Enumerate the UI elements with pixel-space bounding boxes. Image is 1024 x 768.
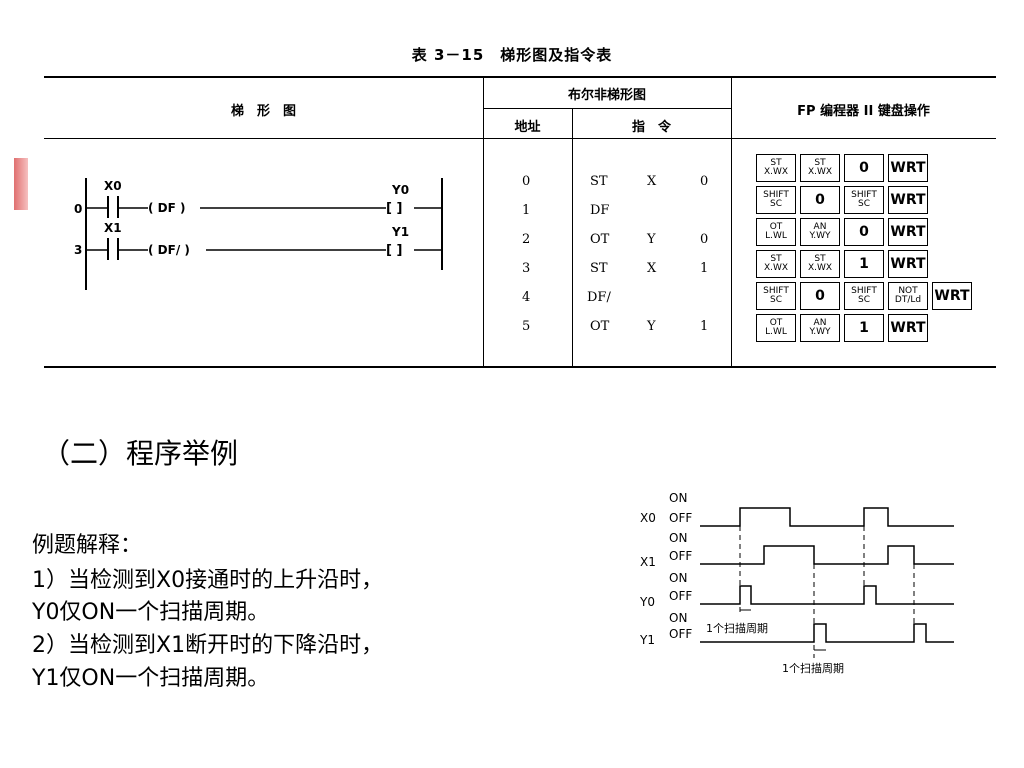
header-ladder: 梯 形 图 <box>230 104 296 119</box>
timing-diagram: ON OFF X0 ON OFF X1 ON OFF Y0 ON OFF Y1 … <box>639 491 954 675</box>
x1-waveform <box>700 545 954 565</box>
row-5-num: 1 <box>700 319 709 334</box>
row-3-addr: 3 <box>522 261 531 276</box>
row-0-num: 0 <box>700 174 709 189</box>
y1-signal-label: Y1 <box>639 633 655 647</box>
x0-waveform <box>700 507 954 527</box>
row-0-reg: X <box>647 174 657 189</box>
rung1-number: 0 <box>74 202 82 216</box>
rung2-number: 3 <box>74 243 82 257</box>
explanation-line-4: Y1仅ON一个扫描周期。 <box>32 666 270 691</box>
y0-signal-label: Y0 <box>639 595 655 609</box>
row-0-addr: 0 <box>522 174 531 189</box>
rung1-coil-label: Y0 <box>391 183 409 197</box>
row-1-op: DF <box>590 203 610 218</box>
header-keyboard: FP 编程器 II 键盘操作 <box>797 104 930 119</box>
col-divider-3 <box>731 77 732 366</box>
decorative-bar <box>14 158 28 210</box>
y1-waveform <box>700 623 954 643</box>
key-1: 1 <box>844 314 884 342</box>
y0-on-label: ON <box>669 571 687 585</box>
x0-signal-label: X0 <box>640 511 656 525</box>
table-header-rule <box>44 138 996 139</box>
explanation-line-2: Y0仅ON一个扫描周期。 <box>32 600 270 625</box>
rung2-contact-label: X1 <box>104 221 122 235</box>
section-title: （二）程序举例 <box>42 437 239 470</box>
rung2-coil-label: Y1 <box>391 225 409 239</box>
key-wrt: WRT <box>888 186 928 214</box>
row-2-reg: Y <box>647 232 656 247</box>
table-bottom-rule <box>44 366 996 368</box>
header-address: 地址 <box>514 120 541 135</box>
key-0: 0 <box>800 282 840 310</box>
explanation-line-3: 2）当检测到X1断开时的下降沿时， <box>32 633 384 658</box>
x1-off-label: OFF <box>669 549 692 563</box>
row-0-op: ST <box>590 174 608 189</box>
x0-on-label: ON <box>669 491 687 505</box>
rung1-coil: [ ] <box>386 201 402 216</box>
rung1-func: ( DF ) <box>148 201 185 215</box>
row-5-reg: Y <box>647 319 656 334</box>
row-2-num: 0 <box>700 232 709 247</box>
x1-signal-label: X1 <box>640 555 656 569</box>
key-wrt: WRT <box>888 154 928 182</box>
row-2-addr: 2 <box>522 232 531 247</box>
header-boolean: 布尔非梯形图 <box>567 88 646 103</box>
y0-off-label: OFF <box>669 589 692 603</box>
col-divider-1 <box>483 77 484 366</box>
table-caption: 表 3－15 梯形图及指令表 <box>411 46 613 64</box>
x0-off-label: OFF <box>669 511 692 525</box>
explanation-heading: 例题解释： <box>32 533 143 558</box>
key-1: 1 <box>844 250 884 278</box>
row-1-addr: 1 <box>522 203 531 218</box>
boolean-header-divider <box>483 108 731 109</box>
col-divider-2 <box>572 108 573 366</box>
row-3-num: 1 <box>700 261 709 276</box>
ladder-diagram: 0 X0 ( DF ) Y0 [ ] 3 X1 ( DF/ ) Y1 [ ] <box>74 178 443 290</box>
key-wrt: WRT <box>888 314 928 342</box>
key-wrt: WRT <box>888 250 928 278</box>
table-top-rule <box>44 76 996 78</box>
scan-period-label-y1: 1个扫描周期 <box>782 661 844 675</box>
x1-on-label: ON <box>669 531 687 545</box>
y1-on-label: ON <box>669 611 687 625</box>
rung1-contact-label: X0 <box>104 179 122 193</box>
y1-off-label: OFF <box>669 627 692 641</box>
key-0: 0 <box>800 186 840 214</box>
row-4-op: DF/ <box>587 290 611 305</box>
scan-period-label-y0: 1个扫描周期 <box>706 621 768 635</box>
row-3-op: ST <box>590 261 608 276</box>
rung2-func: ( DF/ ) <box>148 243 190 257</box>
y0-waveform <box>700 585 954 605</box>
explanation-line-1: 1）当检测到X0接通时的上升沿时， <box>32 568 384 593</box>
row-4-addr: 4 <box>522 290 531 305</box>
key-0: 0 <box>844 154 884 182</box>
row-5-op: OT <box>590 319 610 334</box>
row-3-reg: X <box>647 261 657 276</box>
header-instruction: 指 令 <box>631 120 671 135</box>
row-2-op: OT <box>590 232 610 247</box>
key-wrt: WRT <box>888 218 928 246</box>
rung2-coil: [ ] <box>386 243 402 258</box>
key-0: 0 <box>844 218 884 246</box>
key-wrt: WRT <box>932 282 972 310</box>
row-5-addr: 5 <box>522 319 531 334</box>
